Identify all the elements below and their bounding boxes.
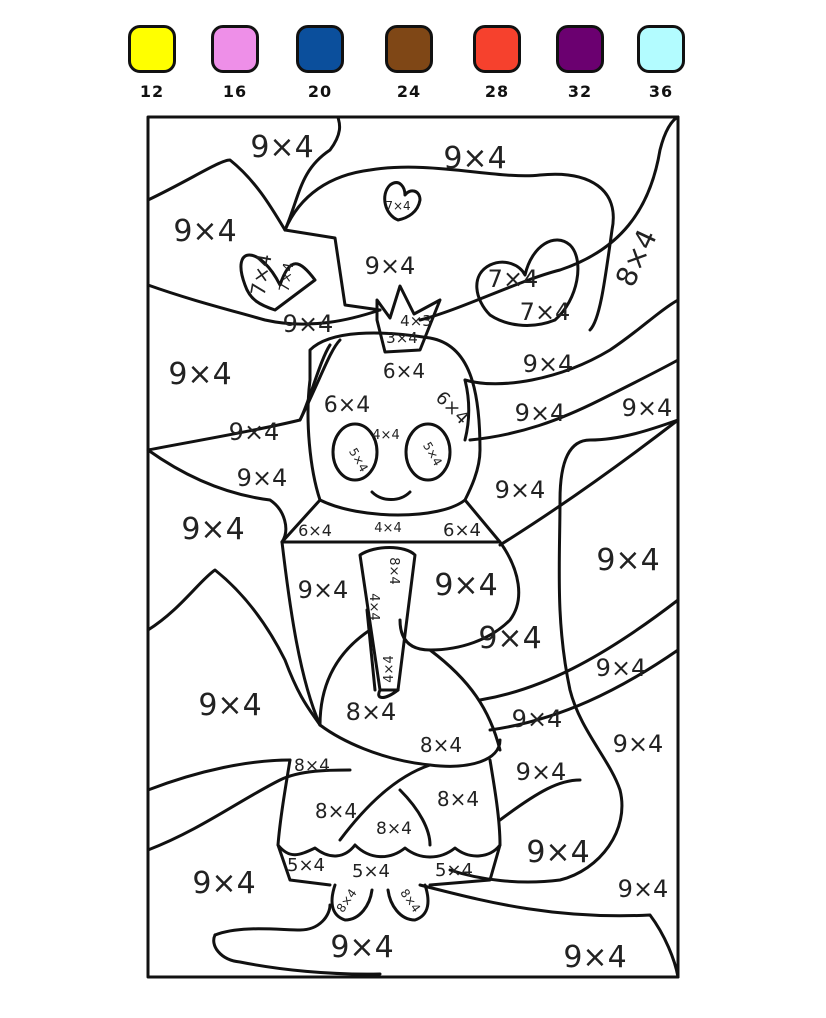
swatch-red[interactable] — [473, 25, 521, 73]
region-label: 9×4 — [516, 758, 567, 786]
region-label: 8×4 — [609, 224, 664, 292]
region-label: 9×4 — [434, 568, 497, 603]
region-label: 9×4 — [365, 252, 416, 280]
region-label: 4×4 — [366, 593, 381, 620]
region-labels: 9×4 9×4 9×4 9×4 9×4 9×4 9×4 9×4 9×4 9×4 … — [168, 130, 672, 975]
region-label: 7×4 — [520, 298, 571, 326]
region-label: 9×4 — [495, 476, 546, 504]
region-label: 9×4 — [298, 576, 349, 604]
region-label: 9×4 — [198, 688, 261, 723]
region-label: 6×4 — [383, 359, 425, 383]
region-label: 8×4 — [386, 557, 401, 584]
outline-drawing — [146, 115, 680, 979]
region-label: 8×4 — [437, 787, 479, 811]
region-label: 6×4 — [298, 521, 332, 540]
region-label: 4×3 — [400, 312, 432, 330]
region-label: 9×4 — [168, 357, 231, 392]
swatch-purple[interactable] — [556, 25, 604, 73]
region-label: 9×4 — [596, 543, 659, 578]
region-label: 9×4 — [622, 394, 673, 422]
swatch-value-label: 20 — [307, 82, 333, 101]
region-label: 9×4 — [515, 399, 566, 427]
region-label: 3×4 — [386, 329, 418, 347]
region-label: 9×4 — [523, 350, 574, 378]
swatch-yellow[interactable] — [128, 25, 176, 73]
region-label: 9×4 — [512, 705, 563, 733]
region-label: 9×4 — [173, 214, 236, 249]
region-label: 7×4 — [488, 265, 539, 293]
region-label: 9×4 — [283, 310, 334, 338]
region-label: 9×4 — [563, 940, 626, 975]
region-label: 8×4 — [334, 886, 360, 915]
swatch-blue[interactable] — [296, 25, 344, 73]
region-label: 9×4 — [618, 875, 669, 903]
region-label: 8×4 — [420, 733, 462, 757]
region-label: 9×4 — [613, 730, 664, 758]
region-label: 6×4 — [443, 520, 481, 541]
region-label: 7×4 — [385, 199, 410, 213]
region-label: 9×4 — [596, 654, 647, 682]
region-label: 5×4 — [346, 446, 371, 475]
region-label: 9×4 — [237, 464, 288, 492]
region-label: 5×4 — [352, 861, 390, 882]
region-label: 9×4 — [330, 930, 393, 965]
region-label: 8×4 — [346, 698, 397, 726]
region-label: 5×4 — [420, 440, 445, 469]
swatch-value-label: 28 — [484, 82, 510, 101]
swatch-value-label: 24 — [396, 82, 422, 101]
region-label: 4×4 — [382, 655, 397, 682]
region-label: 7×4 — [246, 252, 277, 298]
region-label: 8×4 — [294, 756, 330, 776]
region-label: 4×4 — [374, 521, 401, 536]
region-label: 4×4 — [372, 428, 399, 443]
region-label: 8×4 — [315, 799, 357, 823]
region-label: 6×4 — [324, 393, 370, 418]
region-label: 9×4 — [250, 130, 313, 165]
region-label: 8×4 — [397, 886, 423, 915]
region-label: 9×4 — [478, 621, 541, 656]
region-label: 9×4 — [526, 835, 589, 870]
sheet-frame — [146, 115, 680, 979]
region-label: 5×4 — [287, 855, 325, 876]
swatch-light-blue[interactable] — [637, 25, 685, 73]
swatch-value-label: 16 — [222, 82, 248, 101]
region-label: 8×4 — [376, 819, 412, 839]
color-palette: 12 16 20 24 28 32 36 — [0, 0, 826, 110]
swatch-value-label: 12 — [139, 82, 165, 101]
region-label: 9×4 — [443, 141, 506, 176]
region-label: 9×4 — [229, 418, 280, 446]
swatch-pink[interactable] — [211, 25, 259, 73]
swatch-brown[interactable] — [385, 25, 433, 73]
swatch-value-label: 32 — [567, 82, 593, 101]
region-label: 9×4 — [192, 866, 255, 901]
region-label: 9×4 — [181, 512, 244, 547]
region-label: 7×4 — [277, 261, 298, 293]
region-label: 5×4 — [435, 860, 473, 881]
swatch-value-label: 36 — [648, 82, 674, 101]
